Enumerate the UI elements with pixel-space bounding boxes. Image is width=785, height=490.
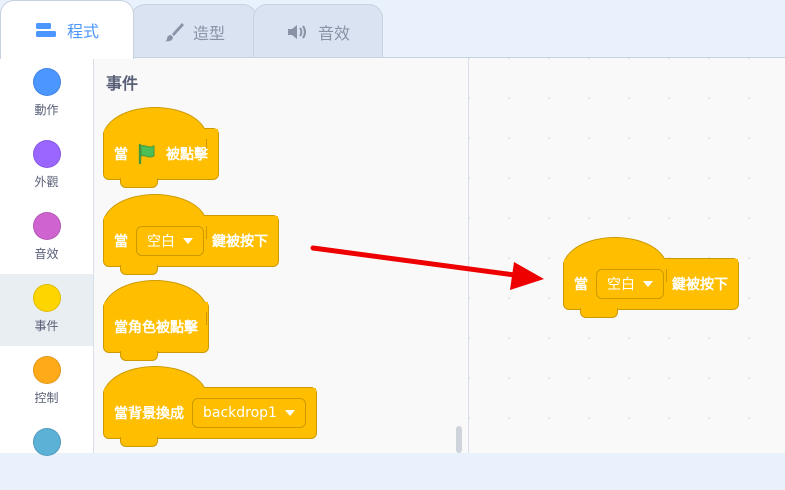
category-events-label: 事件	[34, 319, 59, 333]
palette-scrollbar[interactable]	[456, 426, 462, 453]
sensing-category-icon	[32, 428, 61, 456]
block-notch	[120, 265, 158, 275]
editor-tabs: 程式 造型 音效	[0, 0, 785, 59]
code-editor: 動作 外觀 音效 事件 控制 事件 當	[0, 57, 785, 456]
palette-section-title: 事件	[106, 74, 139, 93]
control-category-icon	[32, 356, 61, 384]
block-text: 當背景換成	[114, 406, 184, 422]
category-looks-label: 外觀	[34, 175, 59, 189]
motion-category-icon	[32, 68, 61, 96]
code-icon	[35, 21, 59, 39]
block-notch	[120, 178, 158, 188]
green-flag-icon	[136, 143, 158, 165]
when-flag-clicked-block[interactable]: 當 被點擊	[103, 107, 219, 188]
block-text: 被點擊	[166, 147, 208, 163]
tab-code-label: 程式	[66, 22, 99, 41]
looks-category-icon	[32, 140, 61, 168]
category-events[interactable]: 事件	[0, 274, 93, 346]
block-text: 當	[574, 277, 588, 293]
workspace-key-dropdown[interactable]: 空白	[596, 269, 664, 299]
category-control[interactable]: 控制	[0, 346, 93, 418]
brush-icon	[163, 21, 185, 43]
tab-costumes-label: 造型	[192, 23, 225, 43]
backdrop-dropdown-value: backdrop1	[203, 405, 277, 421]
category-sound-label: 音效	[34, 247, 59, 261]
category-control-label: 控制	[34, 391, 59, 405]
category-menu: 動作 外觀 音效 事件 控制	[0, 58, 94, 456]
block-text: 鍵被按下	[672, 277, 728, 293]
block-text: 鍵被按下	[212, 234, 268, 250]
dropdown-caret-icon	[643, 281, 653, 287]
category-motion-label: 動作	[34, 103, 59, 117]
tab-sounds-label: 音效	[317, 23, 350, 43]
key-dropdown[interactable]: 空白	[136, 226, 204, 256]
category-sound[interactable]: 音效	[0, 202, 93, 274]
block-notch	[120, 437, 158, 447]
block-palette: 事件 當 被點擊 當 空白 鍵被按下 當角色被點擊	[94, 58, 469, 453]
tab-sounds[interactable]: 音效	[253, 4, 383, 58]
events-category-icon	[32, 284, 61, 312]
sound-category-icon	[32, 212, 61, 240]
block-text: 當	[114, 147, 128, 163]
block-notch	[120, 351, 158, 361]
tab-code[interactable]: 程式	[0, 0, 134, 59]
key-dropdown-value: 空白	[147, 234, 175, 250]
workspace-key-dropdown-value: 空白	[607, 277, 635, 293]
category-motion[interactable]: 動作	[0, 58, 93, 130]
when-sprite-clicked-block[interactable]: 當角色被點擊	[103, 280, 209, 361]
tab-costumes[interactable]: 造型	[131, 4, 257, 58]
dropdown-caret-icon	[183, 238, 193, 244]
backdrop-dropdown[interactable]: backdrop1	[192, 398, 306, 428]
category-sensing[interactable]	[0, 418, 93, 490]
script-workspace[interactable]: 當 空白 鍵被按下	[469, 58, 785, 453]
workspace-when-key-pressed-block[interactable]: 當 空白 鍵被按下	[563, 237, 739, 318]
speaker-icon	[286, 23, 310, 41]
block-text: 當角色被點擊	[114, 320, 198, 336]
when-backdrop-switches-block[interactable]: 當背景換成 backdrop1	[103, 366, 317, 447]
category-looks[interactable]: 外觀	[0, 130, 93, 202]
block-notch	[580, 308, 618, 318]
dropdown-caret-icon	[284, 410, 295, 416]
when-key-pressed-block[interactable]: 當 空白 鍵被按下	[103, 194, 279, 275]
block-text: 當	[114, 234, 128, 250]
